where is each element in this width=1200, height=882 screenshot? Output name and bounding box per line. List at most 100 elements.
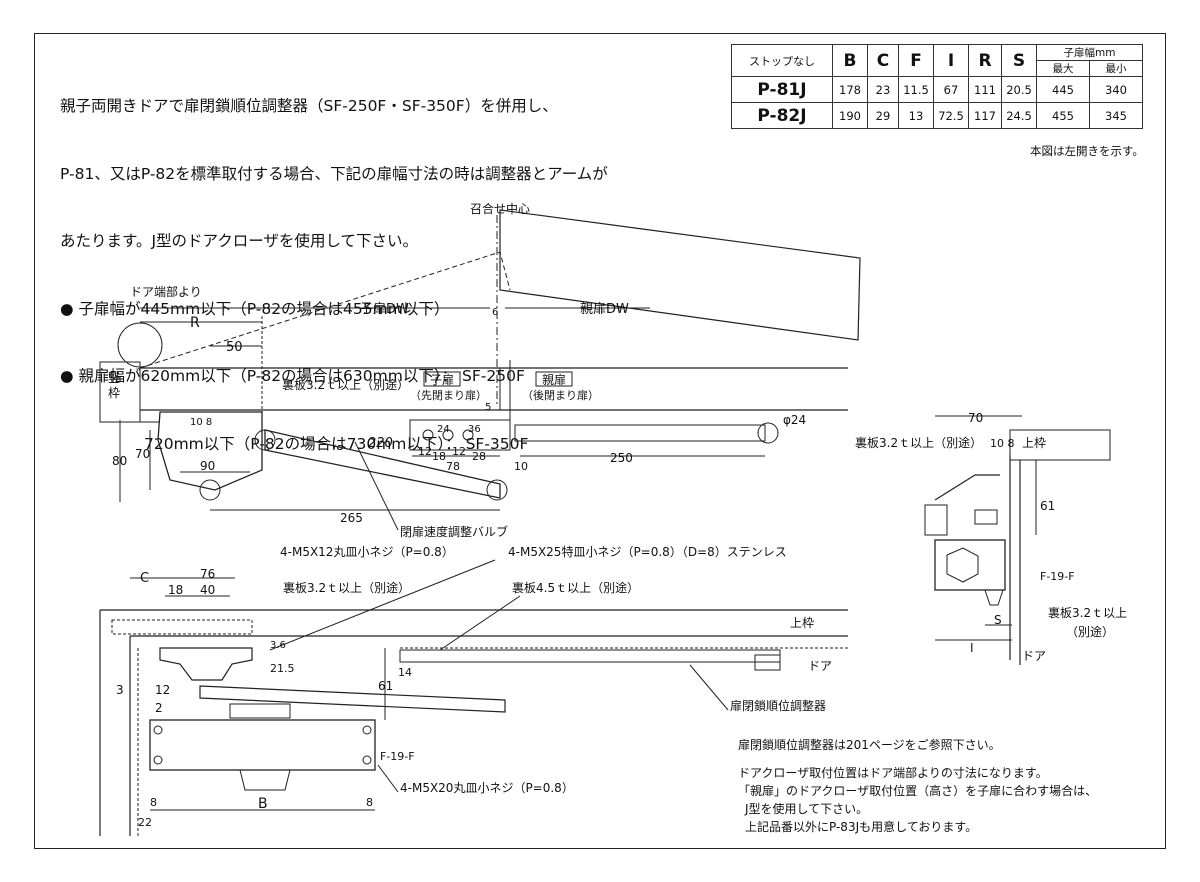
- min-header: 最小: [1089, 60, 1143, 77]
- bracket-plate: [409, 419, 511, 451]
- intro-line-1: 親子両開きドアで扉閉鎖順位調整器（SF-250F・SF-350F）を併用し、: [60, 97, 558, 115]
- section-backing2-l2: （別途）: [1066, 624, 1114, 639]
- leader-screw-bottom: [377, 764, 399, 793]
- regulator-body: [399, 649, 781, 663]
- cell: 11.5: [898, 76, 934, 103]
- dim-12a-label: 12: [418, 445, 432, 458]
- dim-265-label: 265: [340, 511, 363, 525]
- regulator-end: [754, 654, 781, 671]
- hex-nut: [946, 547, 979, 583]
- section-view: [924, 415, 1111, 665]
- dim-3-label: 3: [116, 683, 124, 697]
- cell: 345: [1089, 102, 1143, 129]
- dim-36-side-label: 3.6: [270, 640, 286, 651]
- dim-12-side-label: 12: [155, 683, 170, 697]
- drawing-frame: [34, 33, 1166, 849]
- intro-line-5: ● 親扉幅が620mm以下（P-82の場合は630mm以下）： SF-250F: [60, 367, 525, 385]
- arm-hub: [229, 703, 291, 719]
- side-view: [99, 559, 848, 836]
- hinge-circle: [117, 322, 163, 368]
- regulator-label: 扉閉鎖順位調整器: [730, 698, 826, 713]
- dim-14-label: 14: [398, 666, 412, 679]
- phi24-label: φ24: [783, 413, 806, 427]
- child-width-header: 子扉幅mm: [1036, 44, 1143, 61]
- note-2: ドアクローザ取付位置はドア端部よりの寸法になります。: [738, 766, 1048, 780]
- parent-dw-label: 親扉DW: [580, 301, 629, 317]
- note-4: J型を使用して下さい。: [745, 802, 869, 816]
- valve-cap: [984, 589, 1004, 606]
- cell: 190: [832, 102, 868, 129]
- dim-12b-label: 12: [452, 445, 466, 458]
- valve-label: 閉扉速度調整バルブ: [400, 524, 508, 539]
- dim-8b-label: 8: [366, 796, 373, 809]
- upper-frame-section: [1009, 429, 1111, 461]
- backing-32-label: 裏板3.2ｔ以上（別途）: [283, 580, 410, 595]
- dim-24-label: 24: [437, 424, 450, 435]
- closer-top-section: [974, 509, 998, 525]
- upper-frame-label: 上枠: [790, 616, 814, 630]
- dim-19f-side-label: F-19-F: [380, 750, 415, 763]
- table-caption: 本図は左開きを示す。: [1030, 144, 1144, 158]
- parent-door-title: 親扉: [542, 373, 566, 387]
- dim-18-side-label: 18: [168, 583, 183, 597]
- dim-220-label: 220: [368, 436, 393, 451]
- section-dim-s-label: S: [994, 613, 1002, 627]
- section-door-label: ドア: [1022, 649, 1046, 663]
- cell: 13: [898, 102, 934, 129]
- side-arm: [199, 685, 506, 713]
- dim-c-label: C: [140, 571, 149, 586]
- door-label: ドア: [808, 659, 832, 673]
- cell: 111: [968, 76, 1002, 103]
- edge-label: ドア端部より: [130, 284, 202, 299]
- child-door-sub: （先閉まり扉）: [410, 389, 487, 402]
- cell: 117: [968, 102, 1002, 129]
- dim-90-label: 90: [200, 459, 215, 473]
- leader-regulator: [689, 664, 729, 711]
- intro-line-2: P-81、又はP-82を標準取付する場合、下記の扉幅寸法の時は調整器とアームが: [60, 164, 608, 183]
- valve-leader: [354, 441, 399, 531]
- section-dim-108-label: 10 8: [990, 437, 1015, 450]
- intro-text: 親子両開きドアで扉閉鎖順位調整器（SF-250F・SF-350F）を併用し、 P…: [60, 50, 608, 478]
- intro-line-6: 720mm以下（P-82の場合は730mm以下）： SF-350F: [144, 434, 529, 453]
- cell: 24.5: [1001, 102, 1037, 129]
- section-backing2-l1: 裏板3.2ｔ以上: [1048, 605, 1127, 620]
- leader-screw-top: [269, 559, 496, 651]
- dim-r-label: R: [190, 315, 200, 331]
- row-model: P-82J: [731, 102, 833, 129]
- dim-108-label: 10 8: [190, 417, 212, 428]
- frame-vertical-label-2: 枠: [108, 386, 120, 400]
- cell: 72.5: [933, 102, 969, 129]
- dim-40-label: 40: [200, 583, 215, 597]
- closer-cap: [239, 769, 291, 791]
- cell: 455: [1036, 102, 1090, 129]
- dim-6-label: 6: [492, 307, 498, 318]
- section-dim-61-label: 61: [1040, 499, 1055, 513]
- screw-bottom-label: 4-M5X20丸皿小ネジ（P=0.8）: [400, 781, 574, 795]
- dim-76-label: 76: [200, 567, 215, 581]
- screw-special-label: 4-M5X25特皿小ネジ（P=0.8）（D=8）ステンレス: [508, 544, 787, 559]
- arm-section: [924, 504, 948, 536]
- section-dim-70-label: 70: [968, 411, 983, 425]
- backing-plate-dashed: [111, 619, 253, 635]
- cell: 178: [832, 76, 868, 103]
- regulator-arm: [514, 424, 766, 442]
- backing-45-label: 裏板4.5ｔ以上（別途）: [512, 580, 639, 595]
- dim-70-label: 70: [135, 447, 150, 461]
- child-door-box: [423, 371, 461, 387]
- dim-2-label: 2: [155, 701, 163, 715]
- side-bracket: [159, 647, 253, 681]
- note-5: 上記品番以外にP-83Jも用意しております。: [745, 820, 978, 834]
- closer-body-side: [149, 719, 376, 771]
- section-upper-frame-label: 上枠: [1022, 436, 1046, 450]
- parent-door-sub: （後閉まり扉）: [522, 388, 599, 402]
- bracket-section: [934, 474, 1000, 501]
- closer-body-top: [157, 411, 263, 491]
- table-corner: ストップなし: [731, 44, 833, 77]
- child-door-title: 子扉: [430, 373, 454, 387]
- screw-top-label: 4-M5X12丸皿小ネジ（P=0.8）: [280, 545, 454, 559]
- cell: 445: [1036, 76, 1090, 103]
- backing-plate-label: 裏板3.2ｔ以上（別途）: [282, 377, 409, 392]
- center-label: 召合せ中心: [470, 201, 530, 216]
- dim-36-label: 36: [468, 424, 481, 435]
